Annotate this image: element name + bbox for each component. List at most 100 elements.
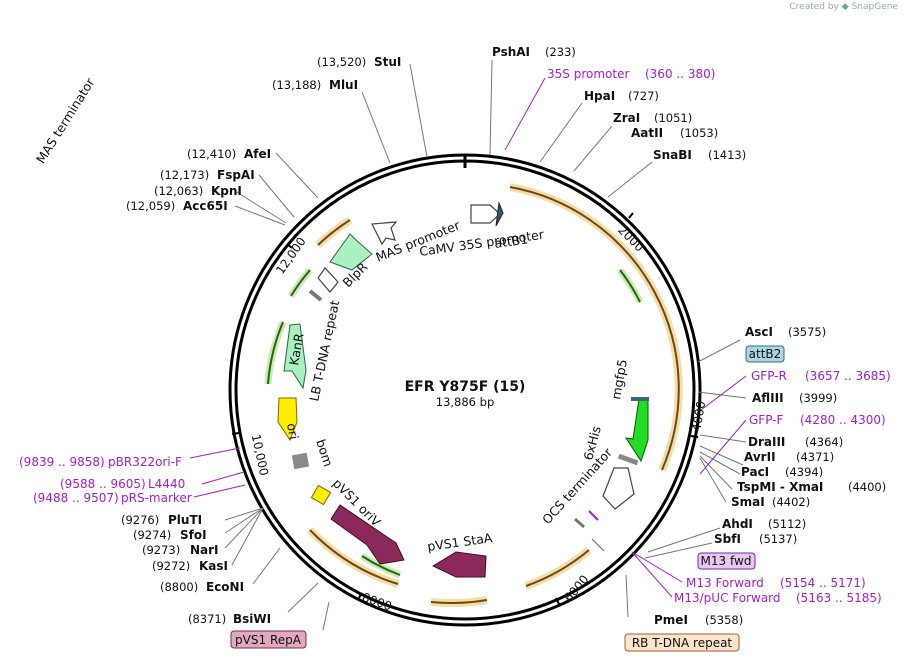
primer-name-pbr322: pBR322ori-F	[108, 455, 182, 469]
site-pos-pmei: (5358)	[705, 613, 743, 627]
site-name-stui: StuI	[374, 55, 401, 69]
site-name-avrii: AvrII	[744, 450, 776, 464]
site-pos-econi: (8800)	[160, 580, 198, 594]
kanr-label: KanR	[286, 332, 306, 367]
site-name-hpai: HpaI	[584, 89, 615, 103]
site-pos-sfoi: (9274)	[133, 528, 171, 542]
credit-brand: SnapGene	[851, 2, 898, 12]
tick-label-8000: 8000	[360, 590, 393, 614]
site-name-draiii: DraIII	[748, 435, 785, 449]
primer-name-m13-puc: M13/pUC Forward	[674, 591, 781, 605]
site-pos-bsiwi: (8371)	[188, 612, 226, 626]
plasmid-length: 13,886 bp	[436, 395, 495, 409]
site-name-sbfi: SbfI	[714, 532, 741, 546]
site-name-kpni: KpnI	[211, 184, 242, 198]
tick-label-6000: 6000	[561, 572, 591, 604]
green-arcs	[264, 267, 644, 579]
site-pos-draiii: (4364)	[805, 435, 843, 449]
primer-name-gfp-f: GFP-F	[749, 413, 784, 427]
primer-name-gfp-r: GFP-R	[751, 369, 787, 383]
pvs1-repa-box-label: pVS1 RepA	[235, 633, 302, 647]
site-name-paci: PacI	[741, 465, 769, 479]
primer-range-prs: (9488 .. 9507)	[33, 491, 119, 505]
primer-name-m13-forward: M13 Forward	[686, 576, 764, 590]
site-pos-pshai: (233)	[545, 45, 576, 59]
site-name-bsiwi: BsiWI	[233, 612, 271, 626]
primer-range-m13-puc: (5163 .. 5185)	[796, 591, 882, 605]
site-pos-stui: (13,520)	[317, 55, 366, 69]
site-name-acc65i: Acc65I	[183, 199, 228, 213]
feature-pvs1-oriv: pVS1 oriV	[310, 476, 405, 565]
site-name-asci: AscI	[745, 325, 773, 339]
site-pos-fspai: (12,173)	[160, 168, 209, 182]
site-name-pmei: PmeI	[654, 613, 688, 627]
site-pos-mlui: (13,188)	[272, 78, 321, 92]
site-name-econi: EcoNI	[206, 580, 244, 594]
primer-range-m13-forward: (5154 .. 5171)	[780, 576, 866, 590]
site-name-sfoi: SfoI	[180, 528, 207, 542]
feature-pvs1-staa: pVS1 StaA	[426, 530, 494, 578]
site-name-afliii: AflIII	[752, 391, 784, 405]
orf-arc-large-line	[509, 186, 680, 471]
bom-label: bom	[313, 437, 336, 468]
primer-name-prs: pRS-marker	[121, 491, 192, 505]
feature-bom: bom	[291, 437, 336, 470]
site-pos-aatii: (1053)	[680, 126, 718, 140]
primer-name-35s: 35S promoter	[547, 67, 629, 81]
lb-tdna-label: LB T-DNA repeat	[306, 299, 342, 403]
primer-range-gfp-f: (4280 .. 4300)	[800, 413, 886, 427]
site-labels: (233) PshAI HpaI (727) ZraI (1051) AatII…	[121, 45, 886, 627]
primer-range-gfp-r: (3657 .. 3685)	[805, 369, 891, 383]
site-name-zrai: ZraI	[613, 111, 640, 125]
site-name-kasi: KasI	[199, 559, 228, 573]
site-pos-kpni: (12,063)	[154, 184, 203, 198]
site-pos-paci: (4394)	[785, 465, 823, 479]
site-name-smai: SmaI	[731, 495, 765, 509]
site-pos-afei: (12,410)	[187, 147, 236, 161]
snapgene-logo-icon: ◆	[841, 2, 849, 12]
rb-tdna-box-label: RB T-DNA repeat	[632, 636, 733, 650]
site-pos-asci: (3575)	[788, 325, 826, 339]
plasmid-title: EFR Y875F (15)	[405, 379, 526, 395]
feature-blpr: BlpR	[329, 233, 373, 290]
mas-terminator-label: MAS terminator	[33, 75, 98, 167]
site-pos-avrii: (4371)	[796, 450, 834, 464]
primer-range-35s: (360 .. 380)	[645, 67, 715, 81]
primer-labels: 35S promoter (360 .. 380) GFP-R (3657 ..…	[19, 67, 891, 605]
site-name-mlui: MluI	[329, 78, 358, 92]
site-pos-hpai: (727)	[628, 89, 659, 103]
feature-attb1: attB1	[470, 201, 529, 251]
site-name-afei: AfeI	[244, 147, 271, 161]
site-name-tspmi-xmai: TspMI - XmaI	[737, 480, 823, 494]
site-pos-tspmi-xmai: (4400)	[848, 480, 886, 494]
m13fwd-box-label: M13 fwd	[701, 554, 752, 568]
attb2-box-label: attB2	[749, 347, 782, 361]
credit-prefix: Created by	[789, 2, 839, 12]
site-name-pluti: PluTI	[168, 513, 202, 527]
site-pos-afliii: (3999)	[799, 391, 837, 405]
site-leaders	[224, 59, 747, 631]
primer-leaders	[189, 77, 747, 598]
site-pos-sbfi: (5137)	[759, 532, 797, 546]
site-pos-ahdi: (5112)	[768, 517, 806, 531]
feature-ori: ori	[277, 397, 302, 442]
site-name-pshai: PshAI	[492, 45, 530, 59]
primer-name-l4440: L4440	[148, 477, 185, 491]
attb1-label: attB1	[493, 231, 529, 251]
m13-primer-mark	[588, 510, 599, 521]
site-pos-kasi: (9272)	[152, 559, 190, 573]
site-name-aatii: AatII	[631, 126, 663, 140]
feature-mgfp5: mgfp5	[608, 358, 649, 463]
pvs1-staa-label: pVS1 StaA	[426, 530, 493, 554]
site-name-nari: NarI	[190, 543, 219, 557]
site-pos-snabi: (1413)	[708, 148, 746, 162]
site-pos-acc65i: (12,059)	[126, 199, 175, 213]
rb-repeat-mark	[574, 517, 585, 529]
mgfp5-label: mgfp5	[608, 358, 630, 400]
snapgene-credit: Created by ◆ SnapGene	[789, 2, 898, 12]
primer-range-pbr322: (9839 .. 9858)	[19, 455, 105, 469]
site-pos-pluti: (9276)	[121, 513, 159, 527]
primer-range-l4440: (9588 .. 9605)	[60, 477, 146, 491]
site-name-fspai: FspAI	[217, 168, 255, 182]
ocs-terminator-label: OCS terminator	[539, 444, 616, 527]
